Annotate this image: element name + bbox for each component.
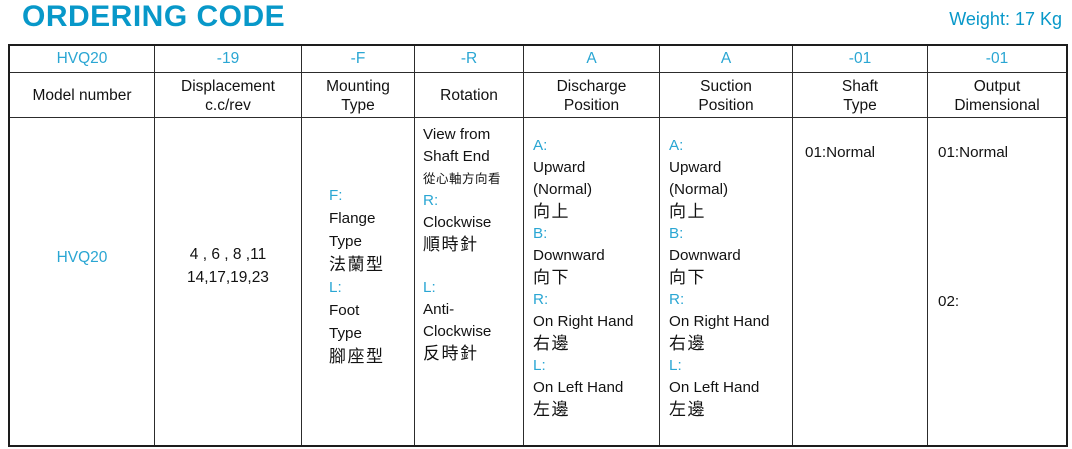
body-line-rotation-9: 反時針: [423, 344, 479, 363]
body-line-rotation-6: L:: [423, 279, 436, 296]
body-line-mounting-3: 法蘭型: [329, 254, 385, 274]
body-line-mounting-6: Type: [329, 324, 362, 342]
body-line-rotation-7: Anti-: [423, 301, 455, 318]
body-line-discharge-8: On Right Hand: [533, 313, 634, 330]
body-line-suction-10: L:: [669, 357, 682, 374]
code-cell-suction: A: [660, 46, 793, 73]
body-line-discharge-5: Downward: [533, 247, 605, 264]
body-line-output-0: 01:Normal: [938, 144, 1009, 161]
body-line-output-1: 02:: [938, 293, 960, 310]
code-cell-rotation: -R: [415, 46, 524, 73]
body-line-displacement-0: 4 , 6 , 8 ,11: [189, 245, 267, 263]
body-line-mounting-5: Foot: [329, 301, 360, 319]
code-cell-displacement: -19: [155, 46, 302, 73]
body-line-mounting-2: Type: [329, 232, 362, 250]
header-cell-model: Model number: [10, 73, 155, 118]
body-line-discharge-1: Upward: [533, 159, 586, 176]
body-line-rotation-3: R:: [423, 192, 439, 209]
body-line-discharge-10: L:: [533, 357, 546, 374]
code-cell-output: -01: [928, 46, 1066, 73]
code-cell-shaft: -01: [793, 46, 928, 73]
header-cell-displacement: Displacement c.c/rev: [155, 73, 302, 118]
body-line-suction-3: 向上: [669, 202, 706, 221]
body-cell-shaft: 01:Normal: [793, 118, 928, 445]
body-cell-output: 01:Normal 02:: [928, 118, 1066, 445]
body-cell-discharge: A: Upward (Normal) 向上 B: Downward 向下 R: On Right…: [524, 118, 660, 445]
body-line-rotation-4: Clockwise: [423, 214, 492, 231]
body-line-suction-2: (Normal): [669, 181, 729, 198]
body-line-discharge-0: A:: [533, 137, 548, 154]
body-line-suction-4: B:: [669, 225, 684, 242]
weight-label: Weight: 17 Kg: [949, 9, 1062, 29]
body-line-discharge-3: 向上: [533, 202, 570, 221]
body-line-discharge-12: 左邊: [533, 400, 570, 419]
code-cell-mounting: -F: [302, 46, 415, 73]
header-cell-mounting: Mounting Type: [302, 73, 415, 118]
body-line-rotation-0: View from: [423, 126, 491, 143]
body-line-rotation-1: Shaft End: [423, 148, 490, 165]
body-line-suction-1: Upward: [669, 159, 722, 176]
body-line-discharge-7: R:: [533, 291, 549, 308]
body-line-suction-12: 左邊: [669, 400, 706, 419]
body-line-discharge-6: 向下: [533, 268, 570, 287]
body-line-suction-5: Downward: [669, 247, 741, 264]
header-cell-discharge: Discharge Position: [524, 73, 660, 118]
body-line-mounting-1: Flange: [329, 209, 376, 227]
body-cell-suction: A: Upward (Normal) 向上 B: Downward 向下 R: On Right…: [660, 118, 793, 445]
body-line-rotation-2: 從心軸方向看: [423, 172, 502, 186]
body-line-rotation-8: Clockwise: [423, 323, 492, 340]
body-line-suction-8: On Right Hand: [669, 313, 770, 330]
body-cell-model: HVQ20: [10, 118, 155, 445]
header-cell-rotation: Rotation: [415, 73, 524, 118]
body-cell-displacement: 4 , 6 , 8 ,11 14,17,19,23: [155, 118, 302, 445]
code-cell-discharge: A: [524, 46, 660, 73]
body-line-suction-7: R:: [669, 291, 685, 308]
body-line-discharge-2: (Normal): [533, 181, 593, 198]
body-line-model-0: HVQ20: [56, 248, 108, 266]
body-line-rotation-5: 順時針: [423, 235, 479, 254]
header-cell-shaft: Shaft Type: [793, 73, 928, 118]
page-title: ORDERING CODE: [22, 0, 286, 33]
body-line-mounting-7: 腳座型: [329, 346, 385, 366]
body-line-suction-11: On Left Hand: [669, 379, 760, 396]
body-line-discharge-9: 右邊: [533, 334, 570, 353]
body-line-discharge-4: B:: [533, 225, 548, 242]
code-cell-model: HVQ20: [10, 46, 155, 73]
header-cell-suction: Suction Position: [660, 73, 793, 118]
body-line-suction-9: 右邊: [669, 334, 706, 353]
body-line-displacement-1: 14,17,19,23: [187, 268, 269, 286]
body-line-suction-6: 向下: [669, 268, 706, 287]
body-line-suction-0: A:: [669, 137, 684, 154]
header-cell-output: Output Dimensional: [928, 73, 1066, 118]
body-line-discharge-11: On Left Hand: [533, 379, 624, 396]
body-line-mounting-0: F:: [329, 186, 343, 204]
body-line-mounting-4: L:: [329, 278, 342, 296]
body-line-shaft-0: 01:Normal: [805, 144, 876, 161]
